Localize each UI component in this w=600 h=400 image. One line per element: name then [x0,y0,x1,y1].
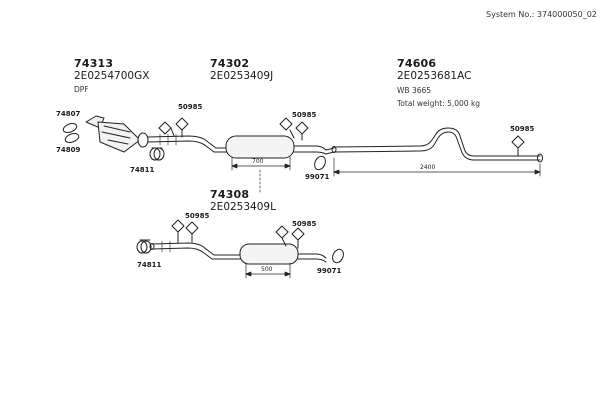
clamp-74811-top [149,147,165,161]
group-number-74313: 74313 [74,57,114,70]
front-pipe-bottom [151,242,241,260]
part-label-74811-top: 74811 [130,166,155,174]
system-number: System No.: 374000050_02 [486,10,597,19]
group-number-74302: 74302 [210,57,250,70]
part-label-74809: 74809 [56,146,81,154]
part-label-50985-e: 50985 [292,220,317,228]
group-code-74302: 2E0253409J [210,70,274,82]
dpf-74313 [85,115,149,153]
part-label-99071-top: 99071 [305,173,330,181]
total-weight-label: Total weight: 5,000 kg [397,99,481,108]
clamp-74811-bottom [136,239,152,254]
part-label-74807: 74807 [56,110,81,118]
rear-pipe-74606 [333,127,541,161]
hanger-50985-a [158,117,189,138]
dimension-label-2400: 2400 [420,164,436,171]
hanger-50985-c [511,135,525,157]
hanger-50985-b [279,117,309,141]
group-number-74308: 74308 [210,188,250,201]
wheelbase-label: WB 3665 [397,86,432,95]
dimension-label-700: 700 [252,158,264,165]
dimension-label-500: 500 [261,266,273,273]
gasket-74809 [64,133,80,143]
clamp-99071-bottom [332,248,344,264]
part-label-50985-b: 50985 [292,111,317,119]
gasket-74807 [62,123,78,133]
group-code-74308: 2E0253409L [210,201,276,213]
part-label-74811-bottom: 74811 [137,261,162,269]
hanger-50985-e [275,225,305,249]
middle-silencer-74302 [225,135,335,159]
group-code-74313: 2E0254700GX [74,70,150,82]
group-code-74606: 2E0253681AC [397,70,472,82]
group-number-74606: 74606 [397,57,437,70]
group-note-dpf: DPF [74,85,89,94]
part-label-99071-bottom: 99071 [317,267,342,275]
hanger-50985-d [171,219,199,244]
dimension-500 [245,262,291,279]
dimension-700 [231,156,291,171]
part-label-50985-d: 50985 [185,212,210,220]
middle-silencer-74308 [239,243,327,265]
part-label-50985-a: 50985 [178,103,203,111]
front-pipe-top [147,135,227,153]
dimension-2400 [333,157,541,177]
part-label-50985-c: 50985 [510,125,535,133]
clamp-99071-top [314,155,326,171]
